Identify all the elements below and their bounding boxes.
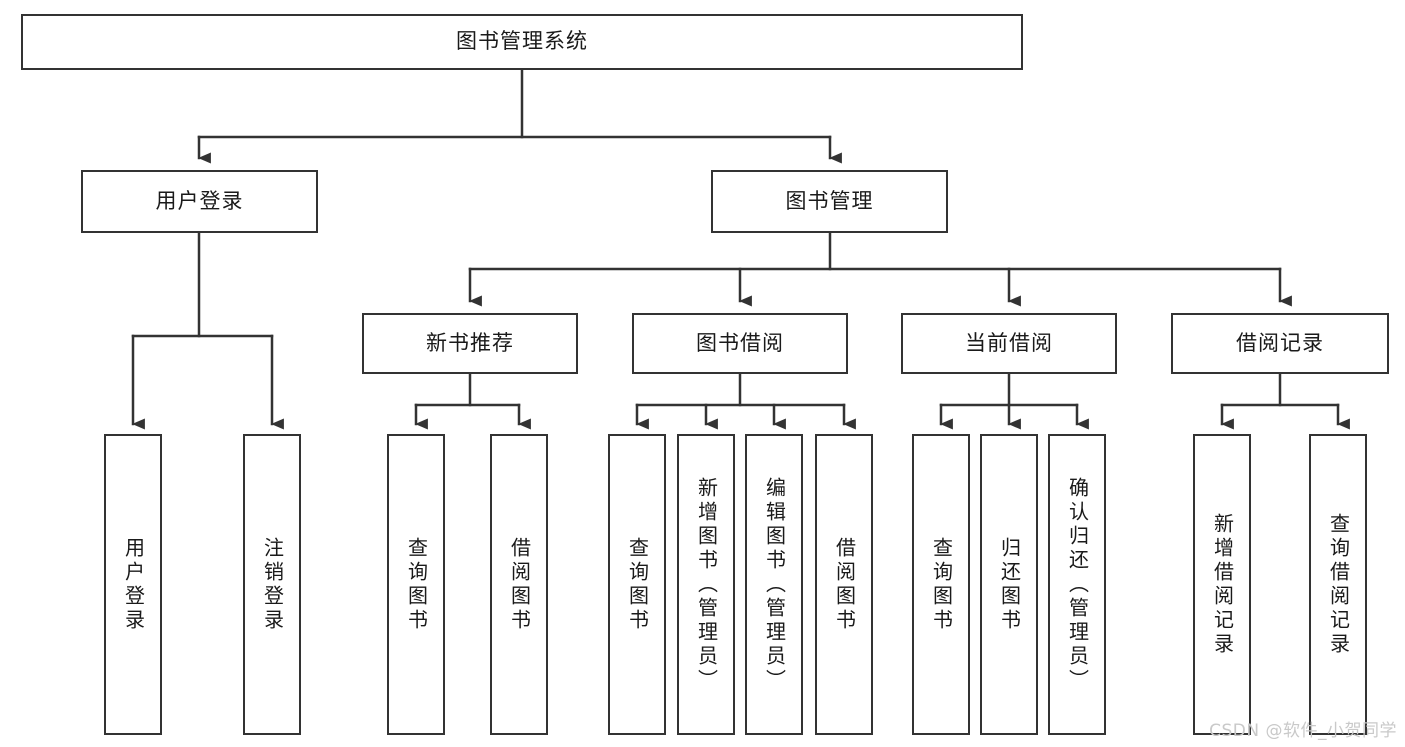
node-root-book-management-system[interactable]: 图书管理系统	[21, 14, 1023, 70]
node-label: 用户登录	[121, 536, 146, 633]
leaf-edit-book-admin[interactable]: 编辑图书（管理员）	[745, 434, 803, 735]
leaf-borrow-book-recommend[interactable]: 借阅图书	[490, 434, 548, 735]
node-label: 查询借阅记录	[1326, 512, 1351, 657]
node-label: 编辑图书（管理员）	[762, 476, 787, 693]
node-label: 新书推荐	[426, 330, 514, 355]
node-book-management[interactable]: 图书管理	[711, 170, 948, 233]
watermark-csdn: CSDN @软件_小贺同学	[1209, 721, 1397, 741]
node-label: 图书管理	[785, 188, 874, 213]
node-book-borrow[interactable]: 图书借阅	[632, 313, 848, 374]
leaf-query-borrow-record[interactable]: 查询借阅记录	[1309, 434, 1367, 735]
node-label: 查询图书	[404, 536, 429, 633]
node-label: 新增借阅记录	[1210, 512, 1235, 657]
leaf-return-book[interactable]: 归还图书	[980, 434, 1038, 735]
node-label: 归还图书	[997, 536, 1022, 633]
node-current-borrow[interactable]: 当前借阅	[901, 313, 1117, 374]
node-label: 借阅图书	[507, 536, 532, 633]
node-label: 借阅记录	[1236, 330, 1324, 355]
node-label: 查询图书	[929, 536, 954, 633]
node-label: 图书管理系统	[456, 29, 588, 54]
leaf-query-book-current[interactable]: 查询图书	[912, 434, 970, 735]
node-label: 确认归还（管理员）	[1065, 476, 1090, 693]
node-new-book-recommend[interactable]: 新书推荐	[362, 313, 578, 374]
leaf-confirm-return-admin[interactable]: 确认归还（管理员）	[1048, 434, 1106, 735]
leaf-logout-login[interactable]: 注销登录	[243, 434, 301, 735]
node-user-login[interactable]: 用户登录	[81, 170, 318, 233]
node-label: 借阅图书	[832, 536, 857, 633]
node-label: 新增图书（管理员）	[694, 476, 719, 693]
node-label: 用户登录	[155, 188, 244, 213]
node-borrow-record[interactable]: 借阅记录	[1171, 313, 1389, 374]
node-label: 图书借阅	[696, 330, 784, 355]
node-label: 当前借阅	[965, 330, 1053, 355]
node-label: 注销登录	[260, 536, 285, 633]
leaf-query-book-borrow[interactable]: 查询图书	[608, 434, 666, 735]
leaf-query-book-recommend[interactable]: 查询图书	[387, 434, 445, 735]
node-label: 查询图书	[625, 536, 650, 633]
leaf-borrow-book[interactable]: 借阅图书	[815, 434, 873, 735]
leaf-user-login[interactable]: 用户登录	[104, 434, 162, 735]
leaf-add-book-admin[interactable]: 新增图书（管理员）	[677, 434, 735, 735]
leaf-add-borrow-record[interactable]: 新增借阅记录	[1193, 434, 1251, 735]
